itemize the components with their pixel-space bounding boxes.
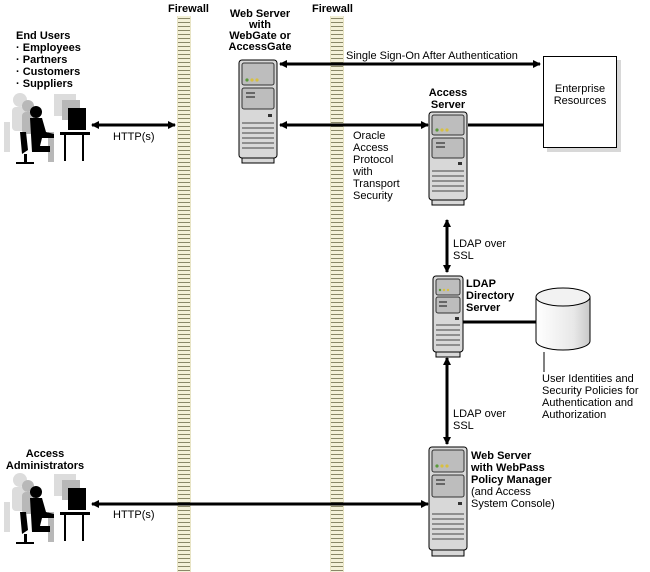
end-users-item: · Suppliers <box>16 78 73 90</box>
http-admins-label: HTTP(s) <box>113 509 155 521</box>
access-server-label: Access Server <box>428 87 468 111</box>
webpass-server-icon <box>428 446 468 557</box>
admins-title-1: Access <box>25 448 65 460</box>
firewall-label-2: Firewall <box>312 3 353 15</box>
webgate-server-label: Web Server with WebGate or AccessGate <box>228 8 292 53</box>
webgate-server-icon <box>238 59 278 164</box>
firewall-2 <box>330 16 344 572</box>
firewall-label-1: Firewall <box>168 3 209 15</box>
end-users-title: End Users <box>16 30 71 42</box>
end-users-item: · Customers <box>16 66 81 78</box>
webpass-server-label: Web Server with WebPass Policy Manager (… <box>471 450 555 510</box>
ldap-ssl-label-2: LDAP over SSL <box>453 408 506 432</box>
ldap-server-icon <box>432 275 464 358</box>
ldap-server-label: LDAP Directory Server <box>466 278 515 314</box>
end-users-list: · Employees · Partners · Customers · Sup… <box>16 42 81 90</box>
enterprise-resources-box: Enterprise Resources <box>543 56 617 148</box>
access-server-icon <box>428 111 468 206</box>
database-icon <box>535 287 591 351</box>
enterprise-label-2: Resources <box>553 95 607 107</box>
sso-label: Single Sign-On After Authentication <box>346 50 518 62</box>
enterprise-label-1: Enterprise <box>554 83 606 95</box>
http-users-label: HTTP(s) <box>113 131 155 143</box>
firewall-1 <box>177 16 191 572</box>
oap-label: Oracle Access Protocol with Transport Se… <box>353 130 400 202</box>
end-users-item: · Partners <box>16 54 68 66</box>
ldap-ssl-label-1: LDAP over SSL <box>453 238 506 262</box>
datastore-label: User Identities and Security Policies fo… <box>542 373 639 421</box>
end-users-workstation-icon <box>4 93 90 164</box>
end-users-item: · Employees <box>16 42 81 54</box>
admins-title-2: Administrators <box>5 460 85 472</box>
admins-workstation-icon <box>4 473 90 544</box>
